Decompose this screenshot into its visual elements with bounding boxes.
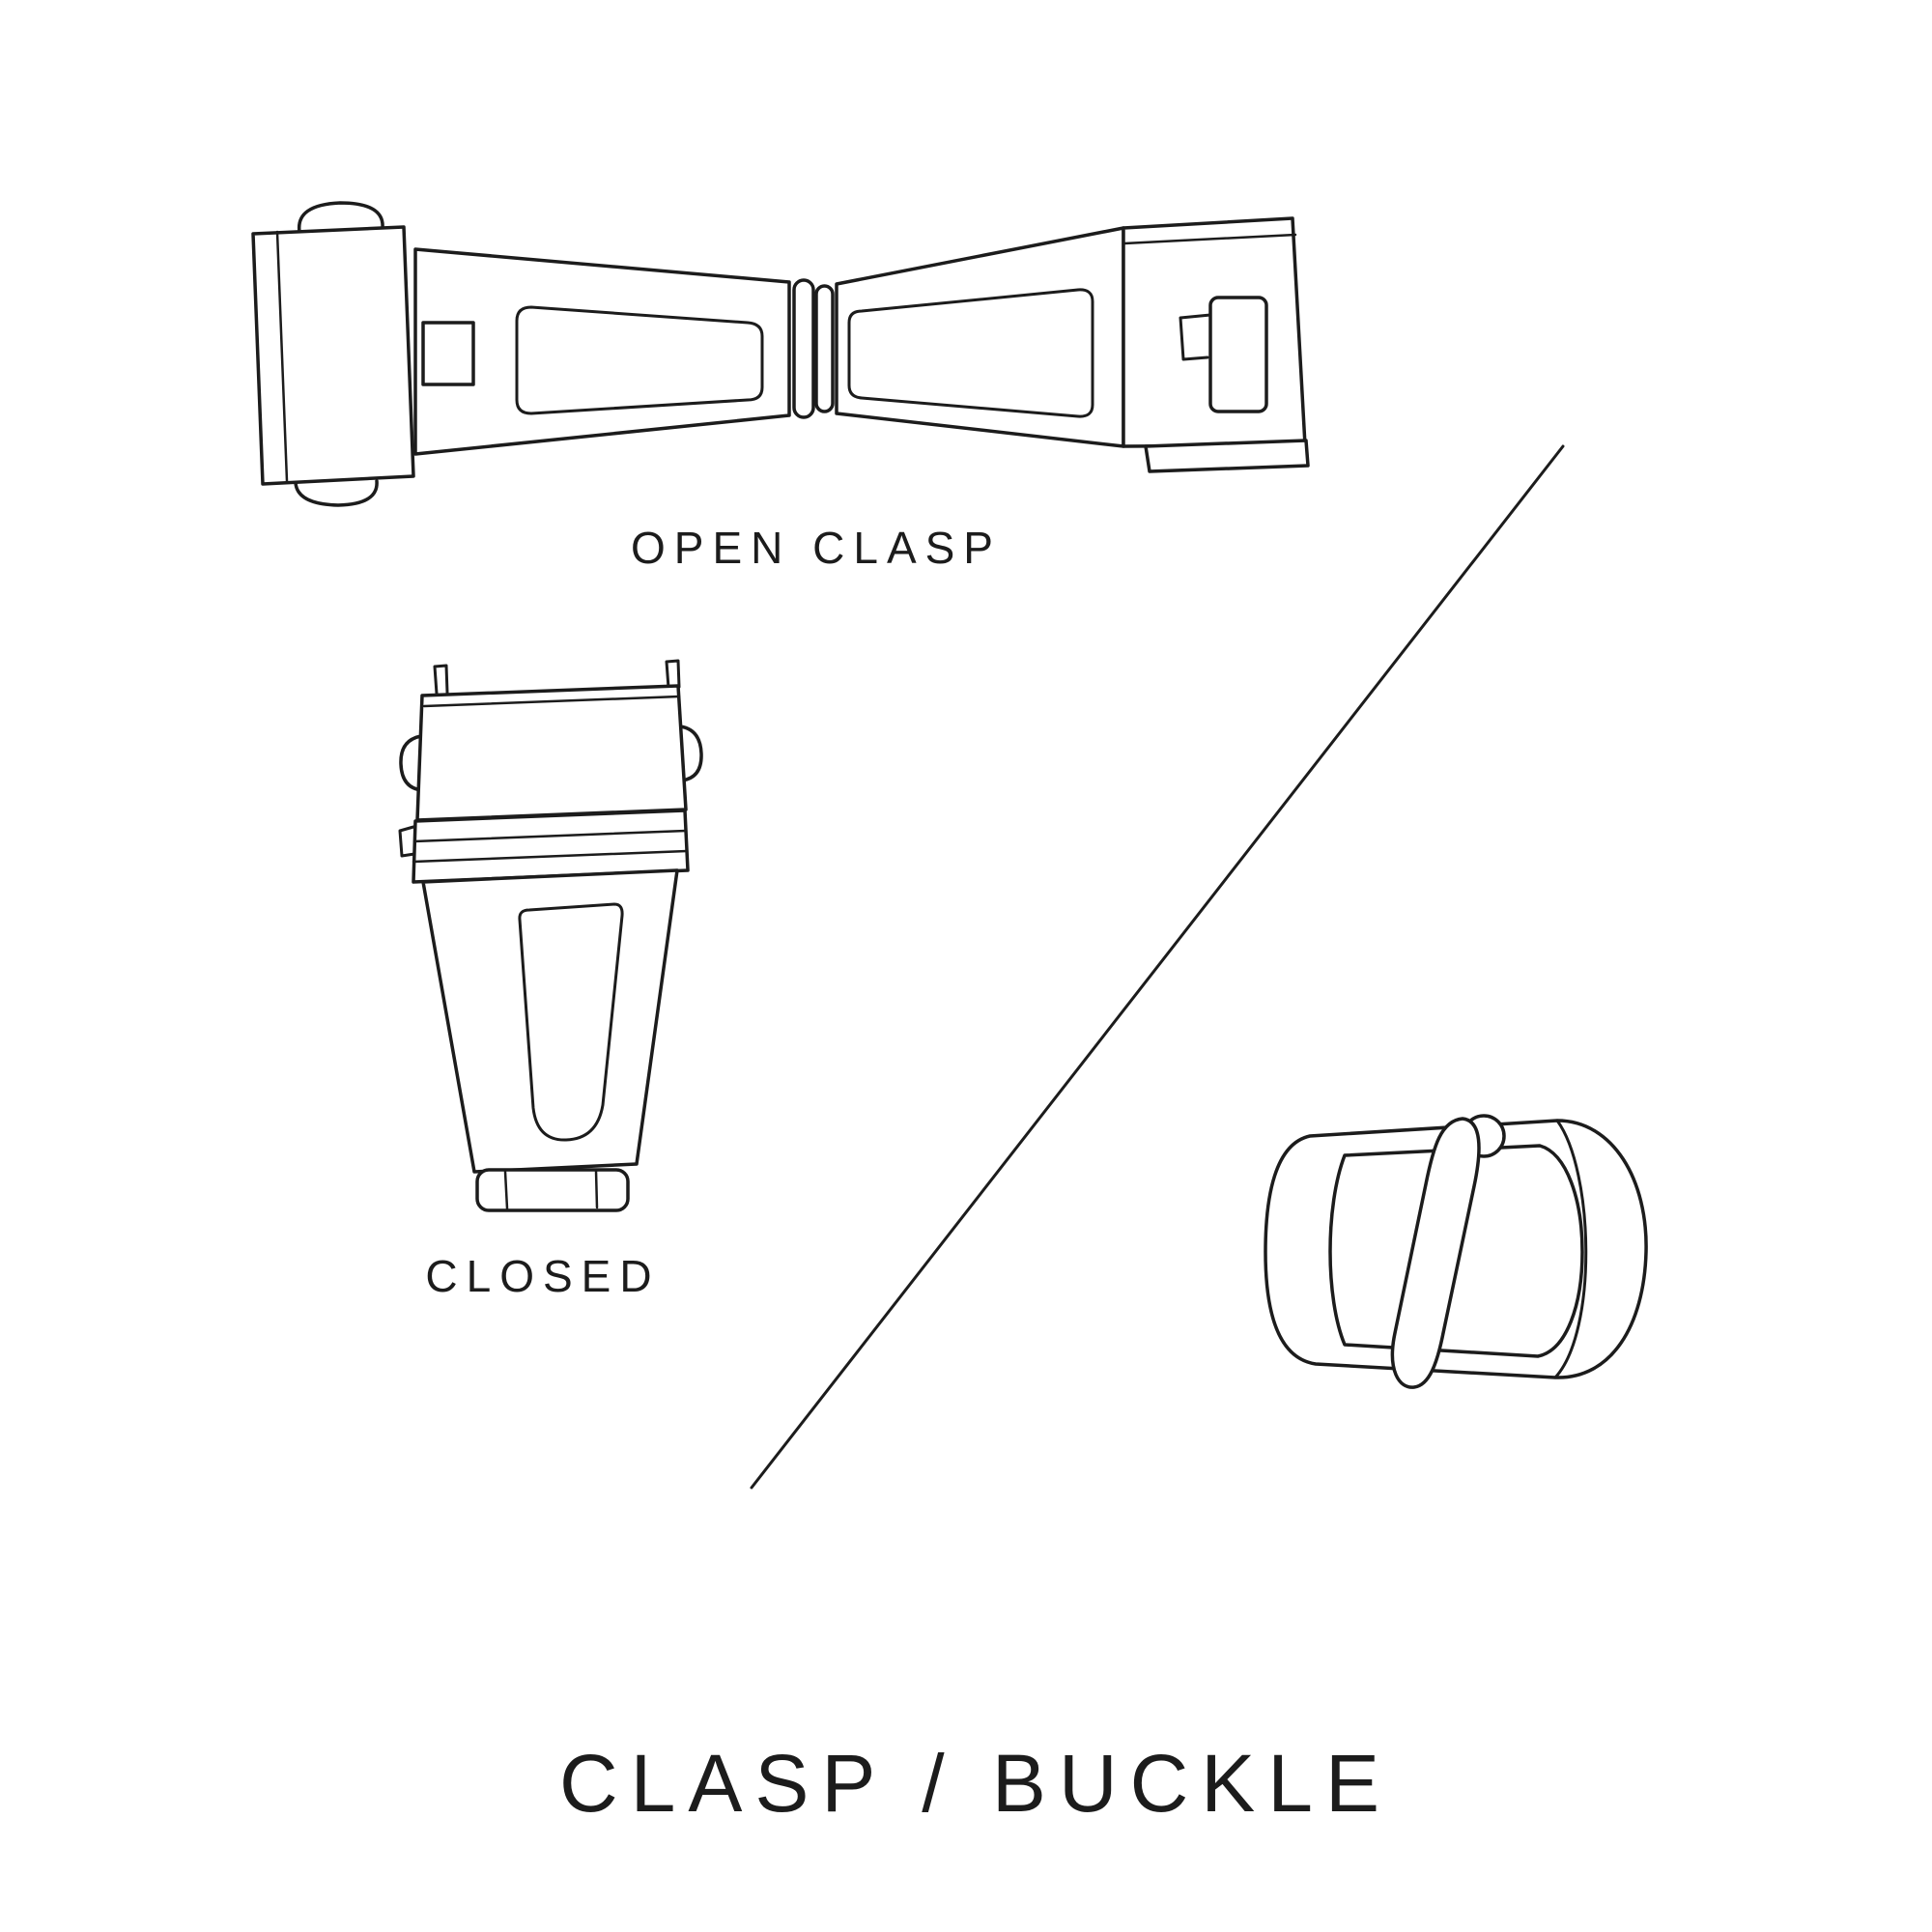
clasp-latch-hook xyxy=(421,321,475,386)
closed-clasp-band-line1 xyxy=(412,829,688,843)
closed-clasp-top-box-line xyxy=(422,695,681,708)
closed-clasp-label: CLOSED xyxy=(425,1251,661,1301)
open-clasp-illustration xyxy=(251,201,1310,507)
clasp-left-cover xyxy=(251,225,415,486)
buckle-right-band-edge xyxy=(1553,1119,1588,1379)
page-title: CLASP / BUCKLE xyxy=(558,1738,1393,1829)
clasp-left-cap-bottom xyxy=(294,479,379,507)
clasp-hinge-pin-right xyxy=(814,284,835,413)
closed-clasp-band-notch xyxy=(398,825,416,858)
closed-clasp-bottom-bar xyxy=(475,1168,630,1212)
clasp-left-blade-window xyxy=(515,305,764,415)
clasp-right-blade-window xyxy=(847,288,1094,418)
closed-clasp-ear-left xyxy=(399,734,424,792)
open-clasp-label: OPEN CLASP xyxy=(631,523,1002,573)
clasp-right-blade xyxy=(835,226,1125,448)
clasp-end-plate-hook xyxy=(1179,313,1212,361)
clasp-left-cover-line xyxy=(275,230,289,483)
closed-clasp-body xyxy=(421,868,679,1174)
closed-clasp-bottom-bar-tick-left xyxy=(503,1170,509,1210)
closed-clasp-prong-left xyxy=(433,664,449,696)
diagonal-divider xyxy=(750,444,1565,1490)
clasp-hinge-pin-left xyxy=(792,278,815,419)
clasp-end-plate-foot xyxy=(1144,439,1310,473)
closed-clasp-illustration xyxy=(398,659,703,1212)
closed-clasp-band-line2 xyxy=(412,849,689,864)
buckle-pin xyxy=(1390,1117,1481,1389)
closed-clasp-slot xyxy=(518,902,624,1142)
closed-clasp-bottom-bar-tick-right xyxy=(594,1169,599,1209)
pin-buckle-illustration xyxy=(1264,1114,1648,1389)
clasp-end-plate-cutout xyxy=(1208,296,1268,413)
clasp-left-cap-top xyxy=(297,201,384,234)
closed-clasp-ear-right xyxy=(678,724,703,782)
clasp-end-plate-top-line xyxy=(1122,233,1297,245)
closed-clasp-prong-right xyxy=(665,659,681,690)
